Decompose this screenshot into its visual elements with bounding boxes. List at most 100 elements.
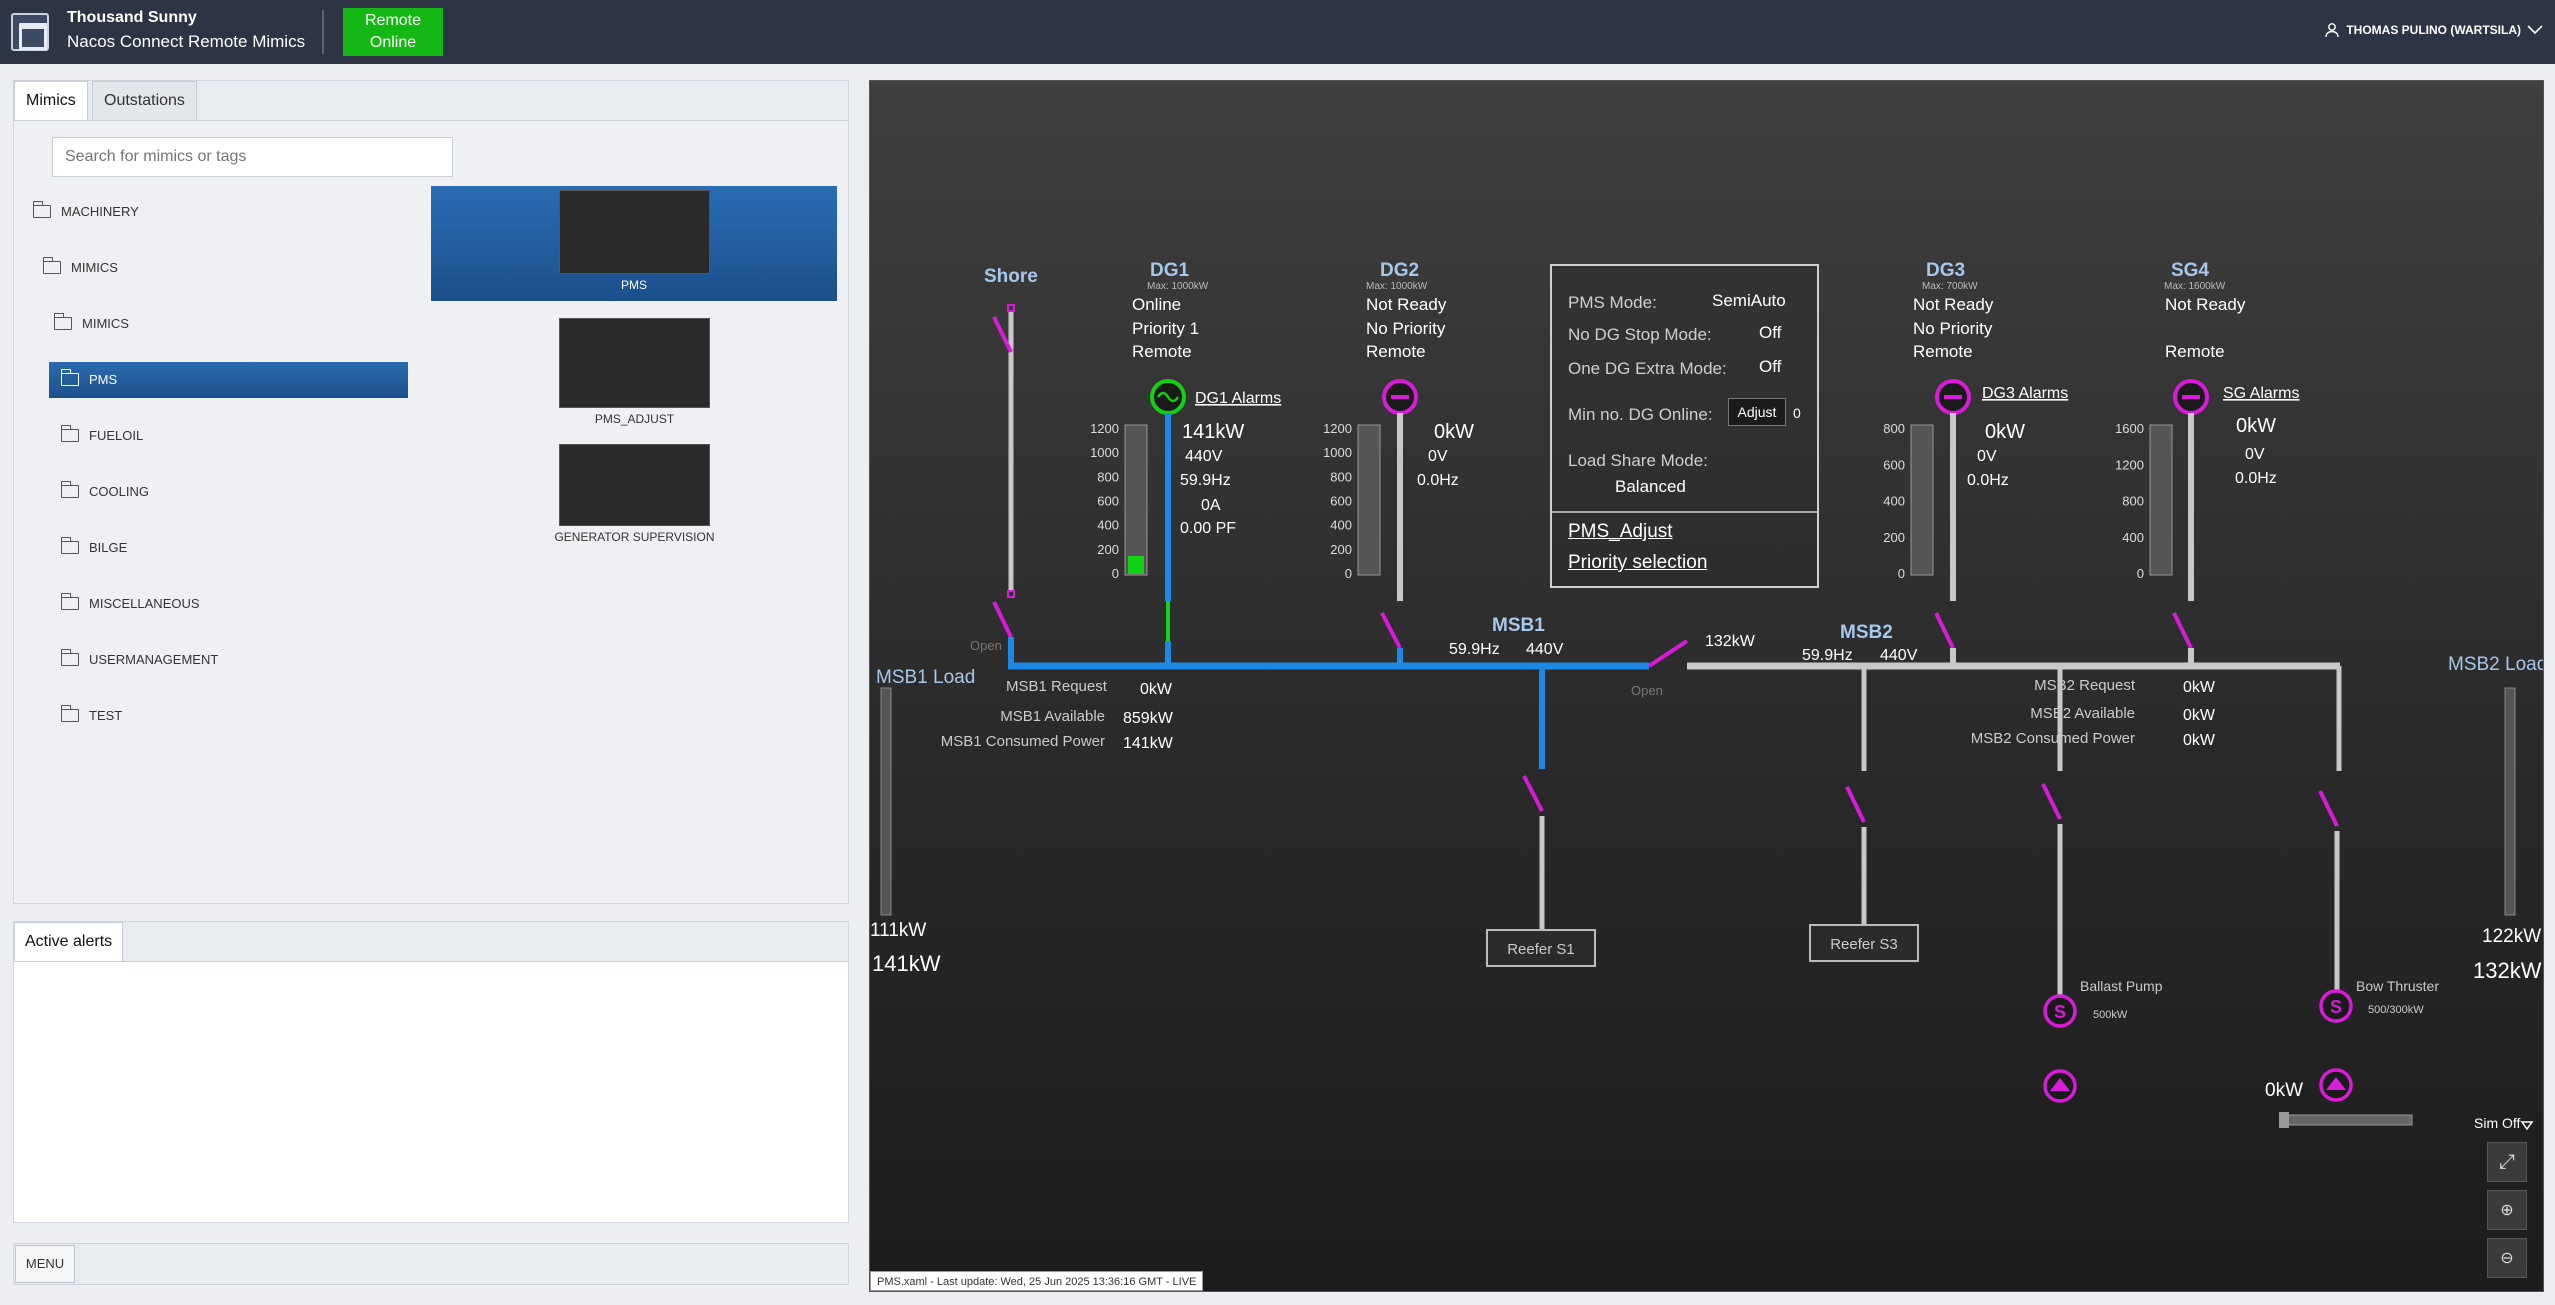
tree-item-label: COOLING	[89, 484, 149, 499]
sg4-label: SG4	[2171, 260, 2209, 281]
dg3-breaker-open[interactable]	[1934, 612, 1955, 649]
user-icon	[2325, 23, 2340, 38]
user-menu[interactable]: THOMAS PULINO (WARTSILA)	[2324, 22, 2543, 38]
dg2-breaker-open[interactable]	[1380, 612, 1402, 649]
pms-mode-panel: PMS Mode: SemiAuto No DG Stop Mode: Off …	[1550, 264, 1819, 588]
pms-adjust-link[interactable]: PMS_Adjust	[1568, 521, 1673, 542]
dg2-status-1: Not Ready	[1366, 295, 1447, 314]
msb2-load-value-2: 132kW	[2473, 958, 2542, 983]
sg4-alarms-link[interactable]: SG Alarms	[2223, 385, 2299, 402]
shore-breaker[interactable]	[992, 316, 1013, 353]
dg3-status-1: Not Ready	[1913, 295, 1994, 314]
tree-item-label: PMS	[89, 372, 118, 387]
scale-tick-label: 1000	[1323, 445, 1352, 460]
tab-mimics[interactable]: Mimics	[14, 81, 88, 121]
adjust-button[interactable]: Adjust	[1728, 398, 1786, 426]
load-share-select[interactable]: Balanced	[1615, 477, 1686, 496]
zoom-out-button[interactable]: ⊖	[2487, 1238, 2527, 1278]
thumbnail-pms[interactable]: PMS	[431, 186, 837, 301]
scale-tick-label: 200	[1883, 530, 1905, 545]
thumbnail-pms-adjust[interactable]: PMS_ADJUST	[559, 318, 710, 426]
app-subtitle: Nacos Connect Remote Mimics	[67, 32, 306, 51]
tie-open-label: Open	[1631, 683, 1663, 698]
breaker-node	[1007, 590, 1015, 598]
priority-selection-link[interactable]: Priority selection	[1568, 552, 1708, 573]
ballast-pump-starter-icon[interactable]	[2043, 994, 2077, 1028]
reefer1-breaker[interactable]	[1522, 775, 1544, 812]
pms-mode-select[interactable]: SemiAuto	[1712, 291, 1786, 310]
tab-outstations[interactable]: Outstations	[92, 81, 197, 121]
reefer-s1-box[interactable]	[1486, 929, 1596, 967]
scale-tick-label: 600	[1883, 457, 1905, 472]
thumbnail-image	[559, 318, 710, 408]
scale-tick-label: 1200	[2115, 457, 2144, 472]
tree-item-usermanagement[interactable]: USERMANAGEMENT	[60, 642, 218, 678]
shore-breaker-node	[1007, 304, 1015, 312]
dg2-max: Max: 1000kW	[1366, 281, 1428, 292]
min-dg-online-value: 0	[1793, 405, 1801, 421]
msb1-load-value-2: 141kW	[872, 951, 941, 976]
generator-symbol	[1156, 391, 1180, 403]
ballast-breaker[interactable]	[2041, 783, 2062, 820]
scale-tick-label: 400	[1330, 518, 1352, 533]
pms-diagram: Shore Open Open 132kW MSB1 59.9Hz 440V M…	[870, 260, 2543, 1131]
tree-item-machinery[interactable]: MACHINERY	[32, 194, 139, 230]
bus-tie-breaker[interactable]	[1647, 639, 1689, 668]
scale-tick-label: 0	[1112, 566, 1119, 581]
bow-thruster-setpoint: 0kW	[2265, 1080, 2303, 1101]
msb1-available-label: MSB1 Available	[1000, 708, 1105, 725]
slider-handle[interactable]	[2279, 1112, 2289, 1128]
dg1-label: DG1	[1150, 260, 1190, 281]
bow-thruster-starter-icon[interactable]	[2319, 989, 2353, 1023]
msb1-request-value: 0kW	[1140, 681, 1173, 698]
bow-thruster-rating: 500/300kW	[2368, 1004, 2424, 1016]
one-dg-extra-select[interactable]: Off	[1759, 357, 1782, 376]
no-dg-stop-select[interactable]: Off	[1759, 323, 1782, 342]
scale-tick-label: 1000	[1090, 445, 1119, 460]
thumbnail-generator-supervision[interactable]: GENERATOR SUPERVISION	[534, 444, 735, 544]
app-logo-icon[interactable]	[11, 13, 49, 51]
header-divider	[322, 10, 324, 54]
pms-mimic-canvas: Shore Open Open 132kW MSB1 59.9Hz 440V M…	[869, 80, 2544, 1292]
tree-item-miscellaneous[interactable]: MISCELLANEOUS	[60, 586, 200, 622]
tree-item-cooling[interactable]: COOLING	[60, 474, 149, 510]
starter-s-glyph: S	[2330, 997, 2342, 1017]
shore-open-label: Open	[970, 638, 1002, 653]
scale-tick-label: 400	[2122, 530, 2144, 545]
tree-item-fueloil[interactable]: FUELOIL	[60, 418, 143, 454]
dg2-freq: 0.0Hz	[1417, 472, 1459, 489]
dg1-voltage: 440V	[1185, 448, 1223, 465]
sim-dropdown-icon[interactable]	[2520, 1121, 2534, 1131]
zoom-in-button[interactable]: ⊕	[2487, 1190, 2527, 1230]
reefer-s1-label: Reefer S1	[1507, 941, 1575, 958]
reefer-s3-box[interactable]	[1809, 924, 1919, 962]
dg1-status-2: Priority 1	[1132, 319, 1199, 338]
sg4-breaker-open[interactable]	[2172, 612, 2193, 649]
bow-thruster-slider[interactable]	[2281, 1114, 2413, 1126]
zoom-in-icon: ⊕	[2500, 1202, 2514, 1219]
tree-item-mimics[interactable]: MIMICS	[42, 250, 118, 286]
dg1-alarms-link[interactable]: DG1 Alarms	[1195, 390, 1281, 407]
tree-item-pms[interactable]: PMS	[49, 362, 408, 398]
ballast-pump-label: Ballast Pump	[2080, 978, 2163, 994]
expand-icon: ⤢	[2499, 1150, 2515, 1173]
remote-online-badge[interactable]: Remote Online	[343, 8, 443, 56]
search-input[interactable]	[52, 137, 453, 177]
dg3-alarms-link[interactable]: DG3 Alarms	[1982, 385, 2068, 402]
tab-active-alerts[interactable]: Active alerts	[14, 922, 124, 962]
bow-breaker[interactable]	[2318, 790, 2339, 827]
fullscreen-button[interactable]: ⤢	[2487, 1142, 2527, 1182]
tree-item-test[interactable]: TEST	[60, 698, 122, 734]
tree-item-mimics-sub[interactable]: MIMICS	[53, 306, 129, 342]
sim-off-select[interactable]: Sim Off	[2474, 1115, 2521, 1131]
dg1-load-bar	[1128, 556, 1144, 574]
pump-triangle	[2050, 1078, 2070, 1091]
shore-main-breaker[interactable]	[992, 601, 1013, 638]
tree-item-bilge[interactable]: BILGE	[60, 530, 127, 566]
load-share-label: Load Share Mode:	[1568, 451, 1708, 470]
reefer3-breaker[interactable]	[1845, 786, 1866, 823]
menu-button[interactable]: MENU	[15, 1245, 75, 1283]
tree-item-label: MIMICS	[82, 316, 129, 331]
msb2-load-value-1: 122kW	[2482, 926, 2541, 947]
msb2-voltage: 440V	[1880, 647, 1918, 664]
